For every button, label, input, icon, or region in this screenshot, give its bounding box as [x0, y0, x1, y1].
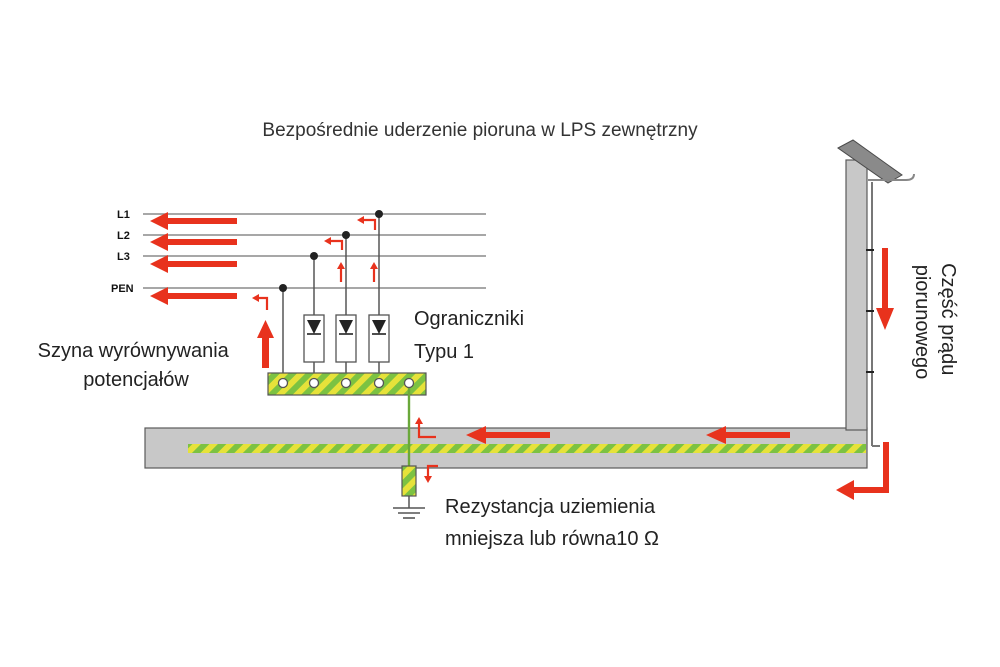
roof-air-termination: [837, 139, 903, 184]
arrow-left-L3: [150, 255, 237, 273]
junction-dot: [310, 252, 318, 260]
arrow-left-L1: [150, 212, 237, 230]
busbar-label-line2: potencjałów: [83, 369, 189, 391]
busbar-label: Szyna wyrównywania potencjałów: [38, 340, 235, 391]
foundation-earth-strip: [188, 444, 866, 453]
spd-l2: [335, 314, 357, 379]
busbar-label-line1: Szyna wyrównywania: [38, 340, 230, 362]
line-label-L2: L2: [117, 230, 130, 242]
busbar-terminal: [277, 377, 289, 389]
arrow-pen-bend: [252, 294, 269, 310]
earth-resistance-label-line1: Rezystancja uziemienia: [445, 496, 656, 518]
arrow-tap-l2-up: [337, 262, 345, 282]
lightning-current-label: Część prądu piorunowego: [911, 263, 959, 381]
spd-label-line1: Ograniczniki: [414, 308, 524, 330]
gutter: [868, 173, 915, 181]
earth-resistance-label: Rezystancja uziemienia mniejsza lub równ…: [445, 496, 661, 550]
lightning-current-label-line2: piorunowego: [911, 265, 933, 380]
arrow-down-wall: [876, 248, 894, 330]
busbar-terminal: [403, 377, 415, 389]
ground-symbol-icon: [393, 507, 425, 519]
busbar-terminal: [340, 377, 352, 389]
lightning-current-label-line1: Część prądu: [937, 263, 959, 375]
junction-dot: [279, 284, 287, 292]
spd-l1: [368, 314, 390, 379]
arrow-left-PEN: [150, 287, 237, 305]
arrow-tap-l1-up: [370, 262, 378, 282]
line-label-L3: L3: [117, 251, 130, 263]
arrow-tap-l1: [357, 216, 377, 230]
busbar-terminal: [308, 377, 320, 389]
line-label-PEN: PEN: [111, 283, 134, 295]
junction-dot: [342, 231, 350, 239]
earth-resistance: [401, 465, 417, 497]
arrow-left-L2: [150, 233, 237, 251]
busbar-terminal: [373, 377, 385, 389]
arrow-earth-up: [415, 417, 436, 439]
arrow-wall-corner: [836, 442, 889, 500]
arrow-tap-l2: [324, 237, 344, 250]
arrow-foundation-left: [466, 426, 550, 444]
spd-l3: [303, 314, 325, 379]
building-wall: [845, 159, 868, 431]
spd-label: Ograniczniki Typu 1: [414, 308, 530, 363]
spd-label-line2: Typu 1: [414, 341, 474, 363]
earth-resistance-label-line2: mniejsza lub równa10 Ω: [445, 528, 659, 550]
junction-dot: [375, 210, 383, 218]
diagram-title: Bezpośrednie uderzenie pioruna w LPS zew…: [262, 120, 698, 141]
line-label-L1: L1: [117, 209, 130, 221]
arrow-earth-down: [424, 464, 438, 483]
arrow-up-busbar: [257, 320, 274, 368]
arrow-foundation-right: [706, 426, 790, 444]
